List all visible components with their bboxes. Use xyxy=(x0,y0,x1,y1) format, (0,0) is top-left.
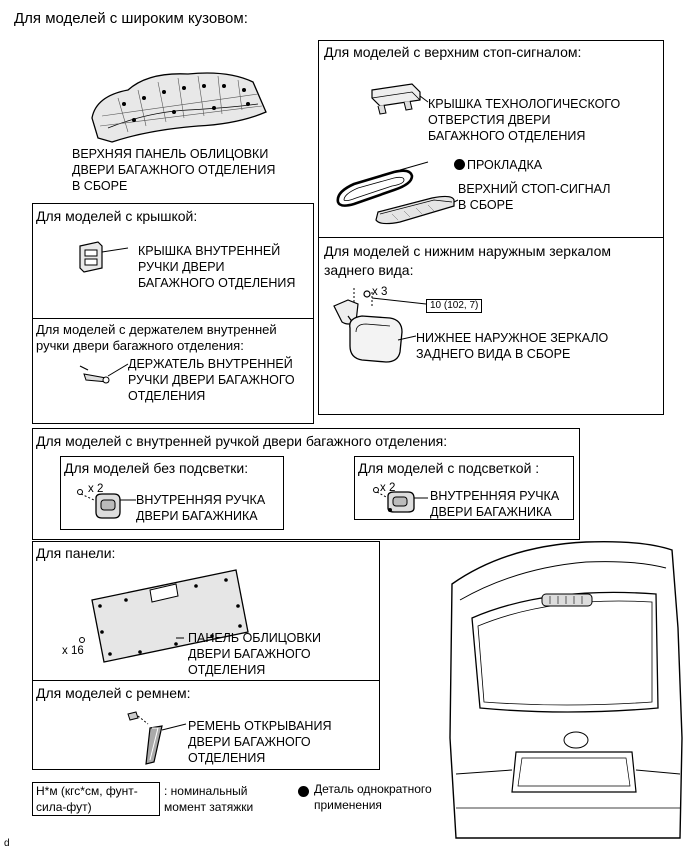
torque-desc-line-2: момент затяжки xyxy=(164,800,254,814)
panel-label-3: ОТДЕЛЕНИЯ xyxy=(188,663,266,677)
mirror-illustration xyxy=(328,282,408,366)
non-reusable-legend-dot-icon xyxy=(298,786,309,797)
strap-illustration xyxy=(124,708,196,768)
handle-no-light-illustration xyxy=(74,484,138,520)
torque-legend-line-2: сила-фут) xyxy=(36,800,92,814)
inner-handle-header: Для моделей с внутренней ручкой двери ба… xyxy=(36,433,448,449)
hole-cover-label-1: КРЫШКА ТЕХНОЛОГИЧЕСКОГО xyxy=(428,97,621,111)
with-light-header: Для моделей с подсветкой : xyxy=(358,460,540,476)
torque-legend-box xyxy=(32,782,160,816)
no-light-subsection xyxy=(60,456,284,530)
stop-lamp-label-1: ВЕРХНИЙ СТОП-СИГНАЛ xyxy=(458,182,611,196)
strap-header: Для моделей с ремнем: xyxy=(36,685,191,701)
upper-panel-label-2: ДВЕРИ БАГАЖНОГО ОТДЕЛЕНИЯ xyxy=(72,163,276,177)
no-light-quantity: x 2 xyxy=(88,483,104,495)
hole-cover-label-2: ОТВЕРСТИЯ ДВЕРИ xyxy=(428,113,551,127)
holder-header-2: ручки двери багажного отделения: xyxy=(36,338,244,353)
panel-label-1: ПАНЕЛЬ ОБЛИЦОВКИ xyxy=(188,631,321,645)
corner-mark: d xyxy=(4,838,10,849)
gasket-label: ПРОКЛАДКА xyxy=(454,157,542,173)
upper-trim-panel-illustration xyxy=(88,68,278,148)
holder-label-1: ДЕРЖАТЕЛЬ ВНУТРЕННЕЙ xyxy=(128,357,293,371)
cover-label-3: БАГАЖНОГО ОТДЕЛЕНИЯ xyxy=(138,276,296,290)
inner-handle-cover-illustration xyxy=(74,240,134,274)
holder-illustration xyxy=(76,360,136,386)
mirror-header-2: заднего вида: xyxy=(324,262,414,278)
holder-label-3: ОТДЕЛЕНИЯ xyxy=(128,389,206,403)
strap-label-3: ОТДЕЛЕНИЯ xyxy=(188,751,266,765)
stop-lamp-illustration xyxy=(372,192,458,226)
cover-header: Для моделей с крышкой: xyxy=(36,208,198,224)
torque-legend-line-1: Н*м (кгс*см, фунт- xyxy=(36,784,138,798)
mirror-label-1: НИЖНЕЕ НАРУЖНОЕ ЗЕРКАЛО xyxy=(416,331,609,345)
back-door-illustration xyxy=(446,538,686,850)
stop-lamp-label-2: В СБОРЕ xyxy=(458,198,514,212)
cover-label-2: РУЧКИ ДВЕРИ xyxy=(138,260,225,274)
hole-cover-illustration xyxy=(368,80,424,116)
panel-header: Для панели: xyxy=(36,545,116,561)
with-light-subsection xyxy=(354,456,574,520)
mirror-label-2: ЗАДНЕГО ВИДА В СБОРЕ xyxy=(416,347,571,361)
non-reusable-line-1: Деталь однократного xyxy=(314,782,432,796)
strap-label-1: РЕМЕНЬ ОТКРЫВАНИЯ xyxy=(188,719,332,733)
non-reusable-line-2: применения xyxy=(314,798,382,812)
inner-handle-section xyxy=(32,428,580,540)
with-light-label-1: ВНУТРЕННЯЯ РУЧКА xyxy=(430,489,560,503)
page-title: Для моделей с широким кузовом: xyxy=(14,10,248,27)
with-light-quantity: x 2 xyxy=(380,482,396,494)
mirror-section xyxy=(318,237,664,415)
no-light-header: Для моделей без подсветки: xyxy=(64,460,249,476)
gasket-illustration xyxy=(334,166,414,212)
with-light-label-2: ДВЕРИ БАГАЖНИКА xyxy=(430,505,552,519)
trim-panel-illustration xyxy=(76,566,256,664)
panel-label-2: ДВЕРИ БАГАЖНОГО xyxy=(188,647,311,661)
torque-desc-line-1: : номинальный xyxy=(164,784,248,798)
holder-header-1: Для моделей с держателем внутренней xyxy=(36,322,277,337)
no-light-label-2: ДВЕРИ БАГАЖНИКА xyxy=(136,509,258,523)
upper-panel-label-3: В СБОРЕ xyxy=(72,179,128,193)
gasket-label-text: ПРОКЛАДКА xyxy=(467,158,543,172)
holder-label-2: РУЧКИ ДВЕРИ БАГАЖНОГО xyxy=(128,373,295,387)
upper-panel-label-1: ВЕРХНЯЯ ПАНЕЛЬ ОБЛИЦОВКИ xyxy=(72,147,269,161)
mirror-leader-line xyxy=(398,334,418,344)
torque-leader-line xyxy=(372,296,428,306)
mirror-torque-value: 10 (102, 7) xyxy=(426,299,483,313)
bolt-icon xyxy=(362,289,372,299)
handle-with-light-illustration xyxy=(370,484,430,514)
mirror-header-1: Для моделей с нижним наружным зеркалом xyxy=(324,243,612,259)
no-light-label-1: ВНУТРЕННЯЯ РУЧКА xyxy=(136,493,266,507)
stop-signal-header: Для моделей с верхним стоп-сигналом: xyxy=(324,44,582,60)
non-reusable-dot-icon xyxy=(454,159,465,170)
cover-label-1: КРЫШКА ВНУТРЕННЕЙ xyxy=(138,244,281,258)
holder-section xyxy=(32,318,314,424)
mirror-quantity: x 3 xyxy=(372,286,388,298)
strap-label-2: ДВЕРИ БАГАЖНОГО xyxy=(188,735,311,749)
strap-section xyxy=(32,680,380,770)
hole-cover-label-3: БАГАЖНОГО ОТДЕЛЕНИЯ xyxy=(428,129,586,143)
panel-quantity: x 16 xyxy=(62,645,84,657)
